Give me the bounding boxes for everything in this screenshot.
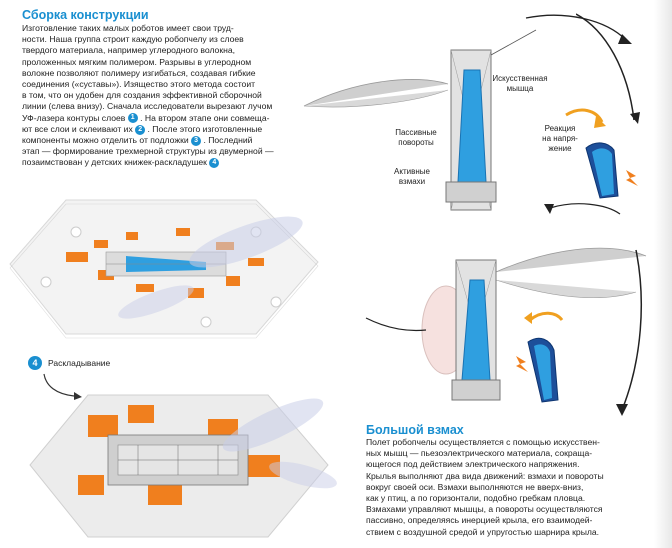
section1-body: Изготовление таких малых роботов имеет с… bbox=[22, 23, 284, 169]
section1-line: волокне позволяют полимеру изгибаться, с… bbox=[22, 67, 256, 78]
step4-label: Раскладывание bbox=[48, 358, 111, 368]
section2-line: ющегося под действием электрического нап… bbox=[366, 459, 580, 470]
step-badge-4: 4 bbox=[209, 158, 220, 169]
section1-line: ют все слои и склеивают их 2 . После это… bbox=[22, 123, 263, 135]
step4-badge: 4 bbox=[28, 356, 42, 370]
section1-line: компоненты можно отделить от подложки 3 … bbox=[22, 135, 253, 146]
page-edge-shadow bbox=[654, 0, 672, 548]
section1-line: позаимствован у детских книжек-раскладуш… bbox=[22, 157, 284, 169]
section2-line: как у птиц, а по горизонтали, подобно гр… bbox=[366, 493, 586, 504]
step4-marker: 4 Раскладывание bbox=[28, 356, 110, 370]
step-badge-2: 2 bbox=[135, 124, 146, 135]
section2-line: Полет робопчелы осуществляется с помощью… bbox=[366, 437, 600, 447]
step-badge-3: 3 bbox=[191, 135, 202, 146]
section1-title: Сборка конструкции bbox=[22, 8, 149, 22]
section1-line: линии (слева внизу). Сначала исследовате… bbox=[22, 101, 273, 112]
section2-line: Крылья выполняют два вида движений: взма… bbox=[366, 470, 604, 481]
section2-line: ствием с воздушной средой и упругостью ш… bbox=[366, 526, 600, 537]
step-badge-1: 1 bbox=[127, 113, 138, 124]
section1-line: УФ-лазера контуры слоев 1 . На втором эт… bbox=[22, 112, 270, 124]
section1-line: ности. Наша группа строит каждую робопче… bbox=[22, 34, 244, 45]
section2-line: пассивно, определяясь инерцией крыла, ег… bbox=[366, 515, 593, 526]
section1-line: этап — формирование трехмерной структуры… bbox=[22, 146, 274, 157]
section2-line: вокруг своей оси. Взмахи выполняются не … bbox=[366, 481, 584, 492]
flat-layout-illustration bbox=[9, 199, 319, 339]
section2-line: Взмахами управляют мышцы, а повороты осу… bbox=[366, 504, 603, 515]
right-flow-arcs bbox=[576, 13, 642, 416]
section1-line: проложенных мягким полимером. Разрывы в … bbox=[22, 56, 252, 67]
section1-line: в том, что он удобен для создания эффект… bbox=[22, 90, 262, 101]
robot-mechanism-bottom bbox=[365, 203, 647, 403]
section2-body: Полет робопчелы осуществляется с помощью… bbox=[366, 437, 626, 538]
section1-line: соединения («суставы»). Изящество этого … bbox=[22, 79, 256, 90]
section2-line: ных мышц — пьезоэлектрического материала… bbox=[366, 448, 593, 459]
section1-line: Изготовление таких малых роботов имеет с… bbox=[22, 23, 234, 33]
folded-structure-illustration bbox=[29, 394, 337, 538]
step4-arrow bbox=[43, 373, 82, 400]
section2-title: Большой взмах bbox=[366, 423, 464, 437]
robot-mechanism-top bbox=[303, 14, 638, 211]
section1-line: твердого материала, например углеродного… bbox=[22, 45, 236, 56]
